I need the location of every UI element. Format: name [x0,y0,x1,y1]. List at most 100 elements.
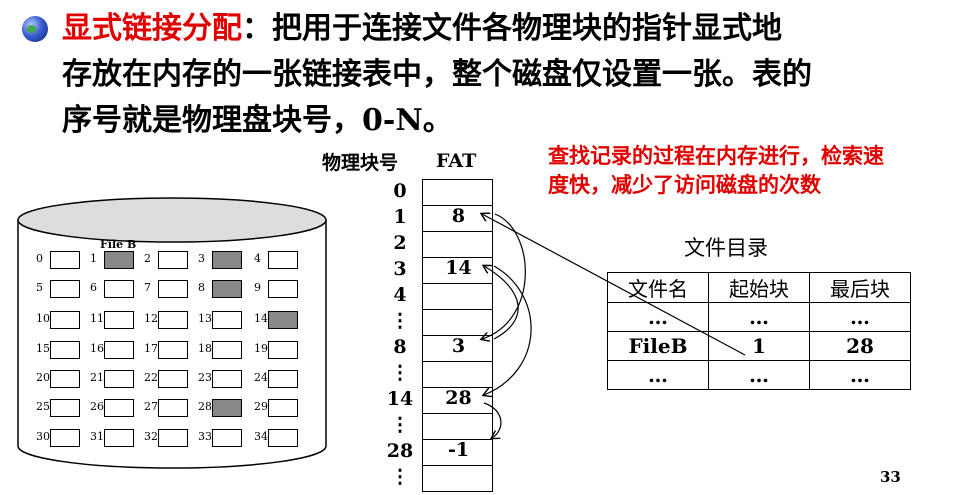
directory-header-row: 文件名 起始块 最后块 [607,272,911,303]
disk-block-number: 0 [36,252,43,265]
disk-block [158,399,188,417]
header-last-block: 最后块 [809,272,911,303]
disk-block-number: 34 [254,430,268,443]
disk-block-number: 10 [36,312,50,325]
disk-block [50,341,80,359]
disk-block [104,341,134,359]
disk-block-number: 32 [144,430,158,443]
intro-colon: ： [242,11,272,46]
fat-entry-value: -1 [447,439,470,461]
fat-row-label: ⋮ [390,414,410,436]
disk-block [268,429,298,447]
disk-block [158,311,188,329]
fat-row-label: ⋮ [390,362,410,384]
directory-row: … … … [607,302,911,332]
intro-line1-text: 把用于连接文件各物理块的指针显式地 [272,11,782,46]
header-start-block: 起始块 [708,272,810,303]
disk-block-number: 19 [254,342,268,355]
disk-block-used [104,251,134,269]
intro-line2: 存放在内存的一张链接表中，整个磁盘仅设置一张。表的 [62,57,812,92]
disk-block-number: 33 [198,430,212,443]
fat-row-label: 4 [393,284,407,306]
disk-block-used [212,280,242,298]
intro-line3: 序号就是物理盘块号，0-N。 [62,103,453,138]
directory-cell: … [809,360,911,390]
directory-cell: … [708,302,810,332]
header-filename: 文件名 [607,272,709,303]
disk-block-number: 6 [90,281,97,294]
disk-block-number: 23 [198,371,212,384]
disk-block [50,370,80,388]
disk-block-number: 14 [254,312,268,325]
disk-block [212,429,242,447]
disk-block [104,370,134,388]
fat-row-label: 2 [393,232,407,254]
arrow-14-to-28 [483,402,502,438]
disk-block-number: 30 [36,430,50,443]
disk-block-number: 18 [198,342,212,355]
disk-block [104,311,134,329]
fat-row-label: 8 [393,336,407,358]
disk-block-number: 20 [36,371,50,384]
intro-line1: 显式链接分配：把用于连接文件各物理块的指针显式地 [62,6,782,52]
note-line1: 查找记录的过程在内存进行，检索速 [548,143,884,168]
disk-block [158,429,188,447]
disk-block [158,280,188,298]
disk-block-number: 29 [254,400,268,413]
disk-block-used [268,311,298,329]
disk-block-number: 28 [198,400,212,413]
directory-row: … … … [607,360,911,390]
bullet-icon [22,16,48,42]
fat-entry-value: 8 [451,205,466,227]
disk-block [268,399,298,417]
disk-block [212,370,242,388]
disk-block-number: 5 [36,281,43,294]
arrow-dir-to-1 [482,214,746,356]
fat-row-label: ⋮ [390,466,410,488]
directory-title: 文件目录 [684,236,768,260]
disk-block-number: 1 [90,252,97,265]
disk-block [158,251,188,269]
disk-block [50,280,80,298]
disk-block [268,280,298,298]
disk-block [268,251,298,269]
disk-block-number: 11 [90,312,104,325]
directory-cell: … [607,360,709,390]
disk-block-number: 26 [90,400,104,413]
arrow-8-to-3 [484,266,519,340]
arrow-3-to-14 [484,265,532,395]
intro-title: 显式链接分配 [62,11,242,46]
fat-block-number-header: 物理块号 [322,152,399,174]
disk-block-number: 8 [198,281,205,294]
disk-block [104,399,134,417]
disk-block [104,280,134,298]
disk-block-number: 17 [144,342,158,355]
disk-block-number: 15 [36,342,50,355]
fat-entry-value: 28 [445,387,472,409]
disk-block-number: 7 [144,281,151,294]
disk-block-number: 16 [90,342,104,355]
directory-cell: … [809,302,911,332]
disk-block-number: 27 [144,400,158,413]
arrow-1-to-8 [482,213,526,339]
disk-block-number: 25 [36,400,50,413]
disk-block-number: 9 [254,281,261,294]
disk-block [104,429,134,447]
disk-block-number: 12 [144,312,158,325]
disk-block [50,399,80,417]
file-b-label: File B [100,238,137,251]
disk-block-number: 13 [198,312,212,325]
disk-block [158,370,188,388]
disk-block-number: 22 [144,371,158,384]
disk-block [268,341,298,359]
page-number: 33 [880,468,901,486]
fat-row-label: 1 [393,206,407,228]
disk-block [50,429,80,447]
disk-block [50,251,80,269]
disk-block-number: 3 [198,252,205,265]
directory-table: 文件名 起始块 最后块 … … … FileB 1 28 … … … [607,272,911,390]
disk-block-number: 4 [254,252,261,265]
note-line2: 度快，减少了访问磁盘的次数 [548,172,821,197]
disk-block-used [212,251,242,269]
